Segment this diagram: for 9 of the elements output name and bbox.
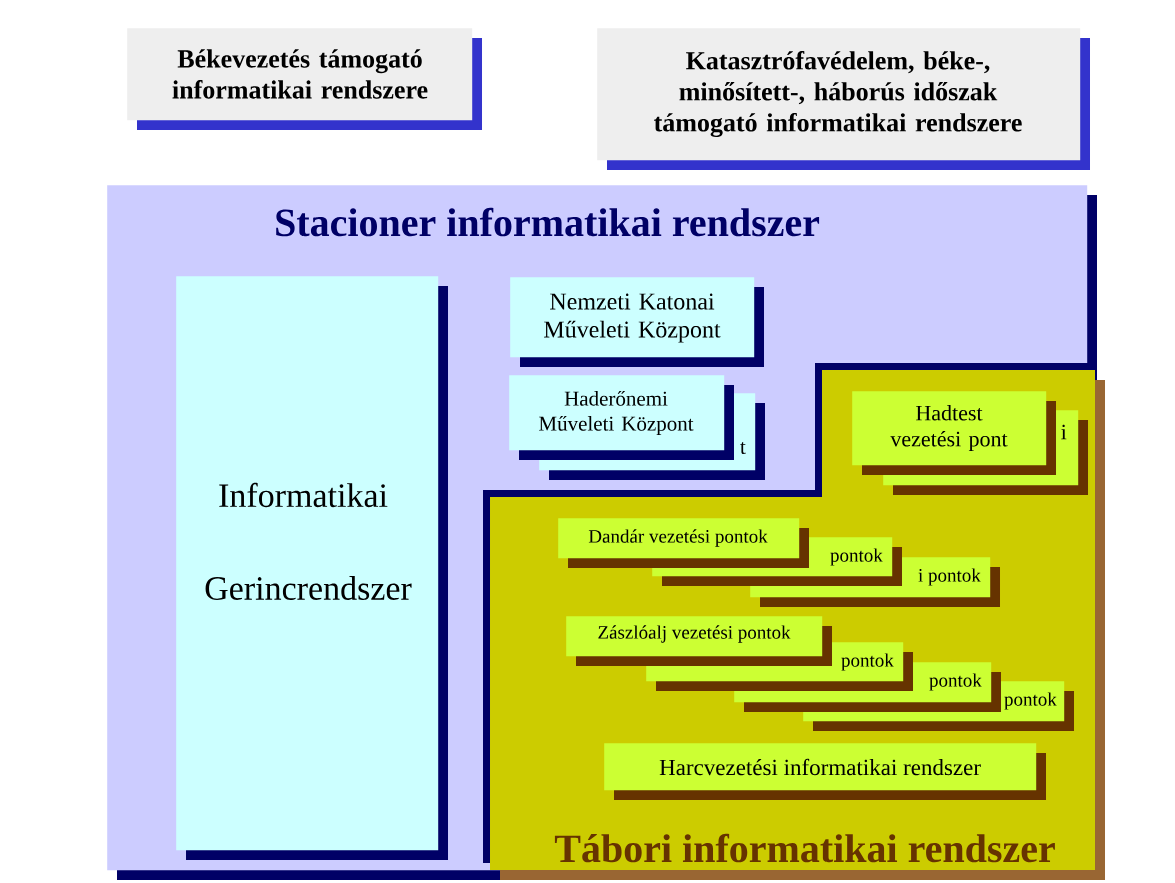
heading-box: Békevezetés támogató informatikai rendszere bbox=[127, 28, 482, 130]
system-box: Harcvezetési informatikai rendszer bbox=[604, 743, 1046, 800]
command-post-box: Hadtest vezetési pont bbox=[852, 391, 1056, 475]
heading-box: Katasztrófavédelem, béke-, minősített-, háborús időszak támogató informatikai rendszere bbox=[597, 28, 1090, 170]
command-post-box: Zászlóalj vezetési pontok bbox=[566, 616, 832, 666]
center-box: Haderőnemi Műveleti Központ bbox=[509, 375, 734, 460]
center-box: Nemzeti Katonai Műveleti Központ bbox=[510, 277, 764, 367]
backbone-box: Informatikai Gerincrendszer bbox=[176, 276, 448, 860]
command-post-box: Dandár vezetési pontok bbox=[558, 518, 809, 568]
